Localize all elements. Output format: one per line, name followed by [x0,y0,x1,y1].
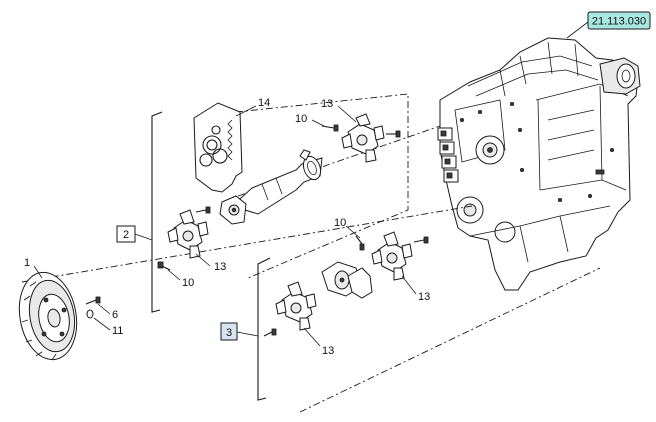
centerline-mid [235,93,409,279]
callout-6-leader [97,303,111,315]
callout-13c: 13 [418,291,430,303]
callout-10b: 10 [182,277,194,289]
bolt-mid-right [413,236,429,244]
group-2-label: 2 [123,229,129,241]
transmission-housing [437,37,641,291]
callout-10a-leader [311,119,325,127]
group-3-box[interactable]: 3 [220,322,238,341]
callout-13d: 13 [322,345,334,357]
callout-13b-leader [195,253,211,267]
group-3-bracket [257,257,271,401]
bolt-lower-left [263,328,277,337]
group-2-box[interactable]: 2 [116,225,136,243]
bolt-left-top [195,206,211,214]
reference-badge[interactable]: 21.113.030 [587,11,651,30]
centerline-bottom [299,267,601,413]
callout-6: 6 [112,309,118,321]
group-2-leader [134,233,153,241]
u-joint-left [167,209,209,259]
seal-kit-bag [193,102,243,193]
bolt-6 [85,296,101,305]
bolt-upper-right [386,130,401,138]
callout-11-leader [93,317,111,331]
bolt-left-bottom [157,261,171,271]
u-joint-mid-right [371,231,413,281]
group-2-bracket [151,111,163,313]
callout-10c-leader [345,225,361,239]
callout-11: 11 [112,325,123,337]
callout-13a-leader [337,105,357,123]
callout-10a: 10 [295,113,307,125]
callout-13b: 13 [214,261,226,273]
flange-yoke [321,261,373,299]
u-joint-lower [275,281,317,331]
bolt-mid-top [355,235,365,251]
callout-14: 14 [258,97,270,109]
valve-block [437,127,459,183]
callout-13a: 13 [321,98,333,110]
callout-14-leader [235,105,257,117]
drive-shaft [219,149,323,225]
group-3-label: 3 [226,327,232,339]
u-joint-upper [341,113,385,163]
callout-13c-leader [401,275,417,295]
centerline-lower [21,205,473,283]
group-3-leader [236,331,259,337]
reference-code: 21.113.030 [592,16,646,28]
bolt-upper [321,124,339,132]
callout-10b-leader [167,269,181,281]
callout-1-leader [33,265,43,279]
reference-leader [566,21,589,39]
callout-13d-leader [303,327,321,347]
callout-1: 1 [24,257,30,269]
flywheel-damper [18,271,78,361]
washer-11 [86,309,94,319]
callout-10c: 10 [334,217,346,229]
